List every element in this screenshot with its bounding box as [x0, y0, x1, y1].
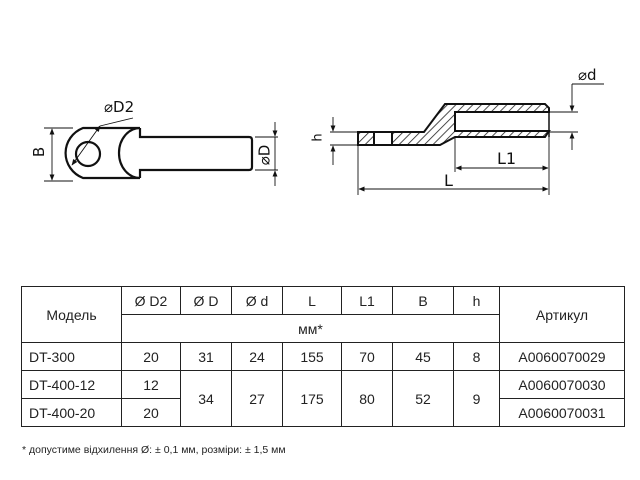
header-article: Артикул [499, 286, 625, 343]
l-cell: 155 [282, 342, 342, 371]
header-small-d: Ø d [231, 286, 283, 315]
d-cell: 31 [180, 342, 232, 371]
header-h: h [453, 286, 500, 315]
h-cell: 8 [453, 342, 500, 371]
side-view [330, 83, 604, 195]
header-l: L [282, 286, 342, 315]
article-cell: A0060070029 [499, 342, 625, 371]
dimension-label-d2: ⌀D2 [104, 98, 135, 116]
small-d-cell: 27 [231, 370, 283, 427]
d2-cell: 20 [121, 342, 181, 371]
small-d-cell: 24 [231, 342, 283, 371]
b-cell: 52 [392, 370, 454, 427]
h-cell: 9 [453, 370, 500, 427]
l1-cell: 80 [341, 370, 393, 427]
table-row: DT-400-12 12 34 27 175 80 52 9 A00600700… [21, 370, 625, 427]
l1-cell: 70 [341, 342, 393, 371]
dimension-label-l: L [444, 171, 453, 190]
dimension-label-l1: L1 [497, 149, 517, 168]
table-row: DT-300 20 31 24 155 70 45 8 A0060070029 [21, 342, 625, 371]
article-cell: A0060070031 [499, 398, 625, 427]
model-cell: DT-300 [21, 342, 122, 371]
l-cell: 175 [282, 370, 342, 427]
header-model: Модель [21, 286, 122, 343]
tolerance-footnote: * допустиме відхилення Ø: ± 0,1 мм, розм… [22, 444, 286, 456]
dimension-label-small-d: ⌀d [578, 66, 597, 84]
model-cell: DT-400-12 [21, 370, 122, 399]
d-cell: 34 [180, 370, 232, 427]
header-b: B [392, 286, 454, 315]
header-d2: Ø D2 [121, 286, 181, 315]
table-unit-row: мм* [22, 314, 625, 343]
spec-table: Модель Ø D2 Ø D Ø d L L1 B h Артикул мм*… [21, 286, 625, 427]
d2-cell: 20 [121, 398, 181, 427]
dimension-label-b: B [30, 146, 49, 158]
top-view [44, 117, 278, 186]
article-cell: A0060070030 [499, 370, 625, 399]
b-cell: 45 [392, 342, 454, 371]
unit-label: мм* [121, 314, 500, 343]
dimension-label-d: ⌀D [255, 144, 274, 166]
cable-lug-drawing [44, 83, 604, 195]
table-row: DT-400-20 20 A0060070031 [21, 398, 625, 427]
model-cell: DT-400-20 [21, 398, 122, 427]
dimension-label-h: h [310, 133, 326, 142]
header-d: Ø D [180, 286, 232, 315]
header-l1: L1 [341, 286, 393, 315]
d2-cell: 12 [121, 370, 181, 399]
table-header-row: Модель Ø D2 Ø D Ø d L L1 B h Артикул [21, 286, 625, 343]
